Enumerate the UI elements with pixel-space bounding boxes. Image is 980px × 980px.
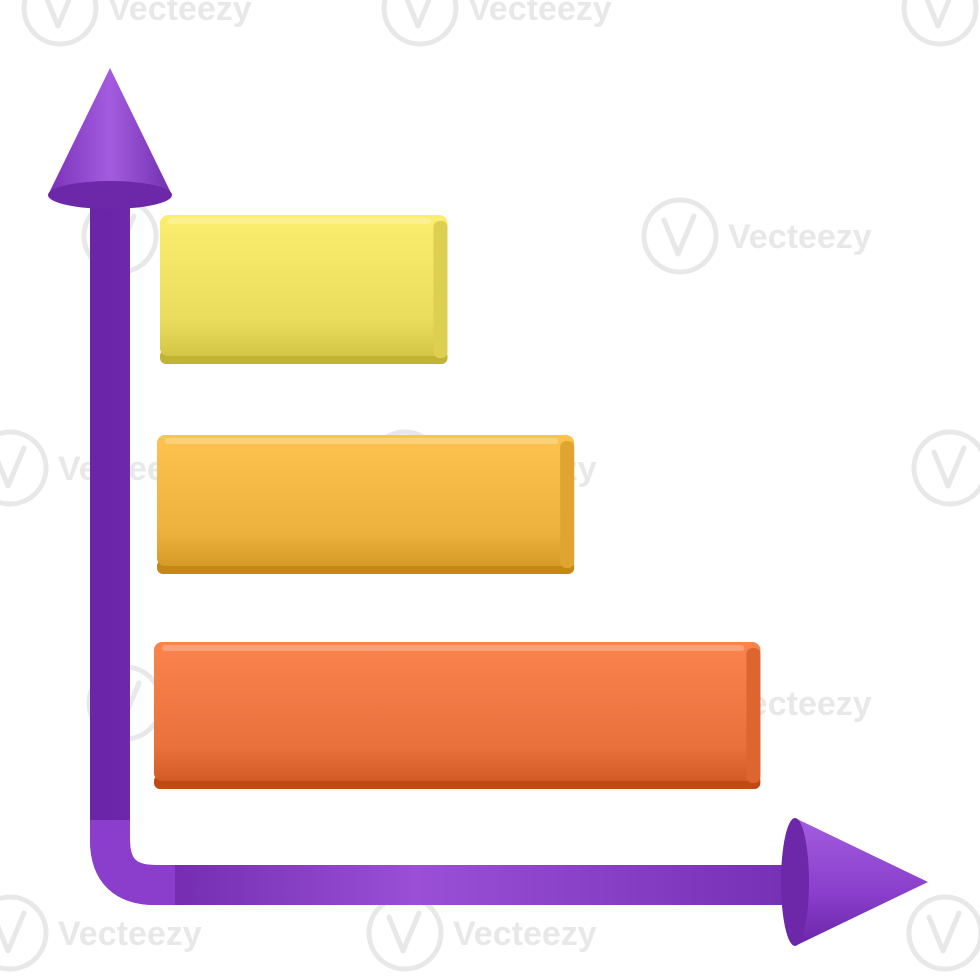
vecteezy-v-mark	[931, 445, 967, 489]
watermark: Vecteezy	[0, 894, 202, 972]
corner-joint	[90, 820, 175, 905]
bar-2	[157, 435, 575, 574]
vecteezy-logo-icon	[901, 0, 979, 47]
bar-1-highlight	[168, 218, 432, 224]
vecteezy-v-mark	[404, 0, 432, 29]
watermark: Vecteezy	[911, 429, 980, 507]
y-axis-arrowhead	[48, 68, 172, 209]
bar-2-end-face	[560, 441, 575, 568]
vecteezy-logo-icon	[21, 0, 99, 47]
bar-2-face	[157, 435, 575, 566]
watermark-text: Vecteezy	[58, 915, 202, 953]
vecteezy-logo-icon	[911, 429, 980, 507]
x-axis-arrowhead	[781, 818, 928, 946]
vecteezy-logo-icon	[641, 197, 719, 275]
bar-3-highlight	[162, 645, 745, 651]
vecteezy-v-mark	[0, 910, 27, 954]
vecteezy-v-mark	[924, 0, 952, 29]
watermark-text: Vecteezy	[728, 218, 872, 256]
vecteezy-v-mark	[386, 910, 422, 954]
vecteezy-logo-icon	[0, 894, 49, 972]
vecteezy-logo-icon	[906, 894, 980, 972]
bar-3	[154, 642, 761, 789]
vecteezy-v-mark	[926, 910, 962, 954]
bars-group	[154, 215, 761, 789]
vecteezy-v-mark	[0, 445, 27, 489]
watermark: Vecteezy	[381, 0, 612, 47]
watermark: Vecteezy	[641, 197, 872, 275]
watermark-text: Vecteezy	[453, 915, 597, 953]
vecteezy-logo-icon	[0, 429, 49, 507]
vecteezy-v-mark	[44, 0, 72, 29]
vecteezy-logo-icon	[366, 894, 444, 972]
axes-group	[48, 68, 928, 946]
vecteezy-logo-icon	[381, 0, 459, 47]
bar-2-highlight	[165, 438, 559, 444]
watermark-text: Vecteezy	[108, 0, 252, 28]
bar-3-end-face	[746, 648, 761, 783]
bar-1-end-face	[433, 221, 448, 358]
vecteezy-v-mark	[661, 213, 697, 257]
bar-3-face	[154, 642, 761, 781]
bar-1	[160, 215, 448, 364]
bar-1-face	[160, 215, 448, 356]
watermark-text: Vecteezy	[468, 0, 612, 28]
watermark: Vecteezy	[21, 0, 252, 47]
watermark: Vecteezy	[901, 0, 979, 47]
watermark: Vecteezy	[906, 894, 980, 972]
watermark: Vecteezy	[366, 894, 597, 972]
